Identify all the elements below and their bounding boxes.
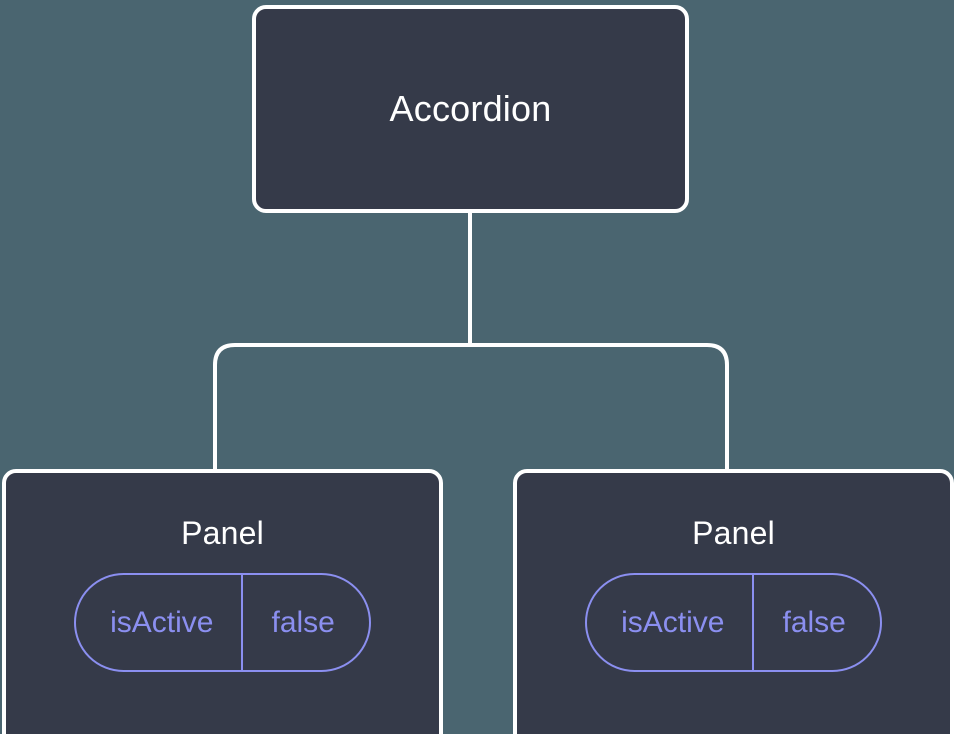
node-panel-left[interactable]: Panel isActive false [2,469,443,734]
state-pill-left[interactable]: isActive false [74,573,371,672]
edge-root-to-panel-left [213,343,470,469]
state-key-right: isActive [621,605,725,639]
node-panel-right[interactable]: Panel isActive false [513,469,954,734]
node-accordion[interactable]: Accordion [252,5,689,213]
state-value-right: false [752,575,879,670]
edge-root-to-panel-right [470,343,729,469]
node-panel-right-title: Panel [692,515,775,551]
state-value-left: false [241,575,368,670]
node-accordion-title: Accordion [389,88,552,129]
node-panel-left-title: Panel [181,515,264,551]
state-key-left: isActive [110,605,214,639]
state-pill-right[interactable]: isActive false [585,573,882,672]
